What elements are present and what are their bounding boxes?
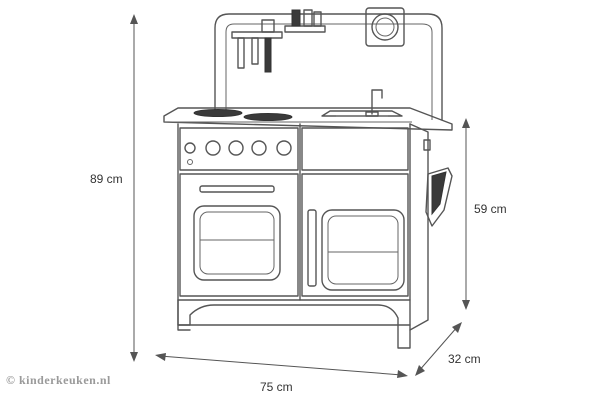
dimension-line-width [155,353,408,378]
cabinet-door [301,173,409,297]
utensil-rail [231,19,283,73]
dimension-line-total-height [130,14,138,362]
label-width: 75 cm [260,380,293,394]
spice-shelf [284,9,326,33]
back-panel [214,13,443,121]
towel [423,139,453,227]
stove-control-panel [179,127,299,171]
oven-door [179,173,299,297]
cabinet-body [177,123,429,349]
faucet [365,89,383,117]
label-total-height: 89 cm [90,172,123,186]
label-body-height: 59 cm [474,202,507,216]
clock [365,7,405,47]
watermark-text: kinderkeuken.nl [18,373,111,387]
dimension-line-depth [415,322,462,376]
sink-cabinet-top-panel [301,127,409,171]
label-depth: 32 cm [448,352,481,366]
countertop [163,107,453,131]
dimension-line-body-height [462,118,470,310]
watermark: © kinderkeuken.nl [6,373,111,388]
copyright-symbol: © [6,373,16,387]
